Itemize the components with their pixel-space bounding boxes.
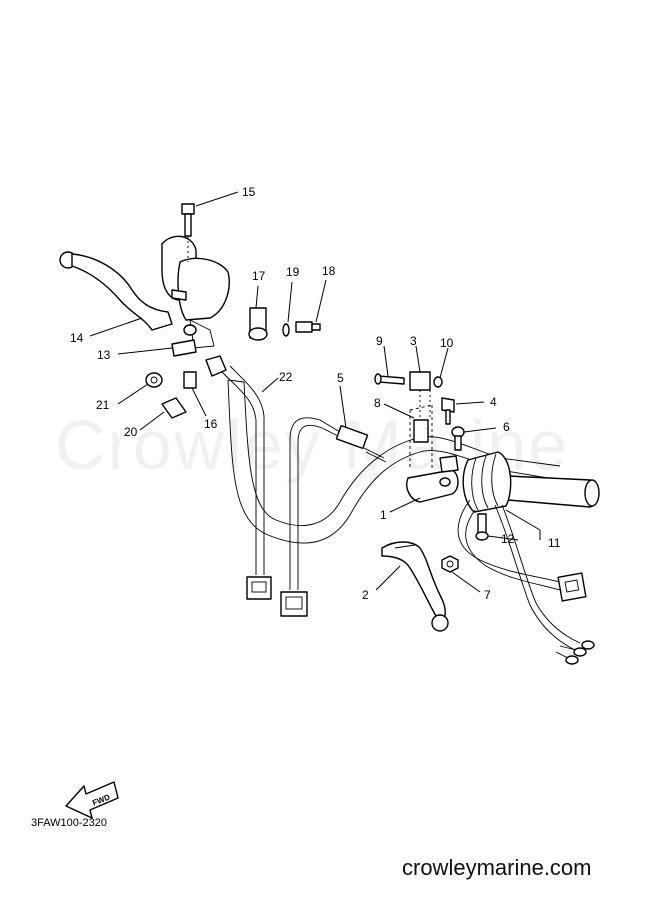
callout-7: 7 [484,588,491,602]
screw-12 [475,513,489,541]
callout-labels: 1 2 3 4 5 6 7 8 9 10 11 12 13 14 15 16 1… [70,185,561,602]
nut-7 [441,555,459,573]
lever-holder [161,235,230,349]
callout-14: 14 [70,331,84,345]
holder-17 [248,307,268,341]
switch-screw-assembly [374,371,443,391]
callout-12: 12 [501,532,515,546]
callout-8: 8 [374,396,381,410]
lever-bracket [406,455,459,503]
switch-wiring [457,499,595,665]
callout-20: 20 [124,425,138,439]
callout-4: 4 [490,395,497,409]
brake-switch-cable [280,417,387,617]
bolt-15 [181,203,195,262]
callout-9: 9 [376,334,383,348]
callout-17: 17 [252,269,266,283]
switch-housing [462,451,512,513]
callout-19: 19 [286,265,300,279]
callout-15: 15 [242,185,256,199]
drawing-code: 3FAW100-2320 [31,817,108,829]
handlebar [227,379,561,544]
callout-10: 10 [440,336,454,350]
callout-11: 11 [548,536,561,550]
callout-6: 6 [503,420,510,434]
callout-3: 3 [410,334,417,348]
fwd-arrow: FWD [65,781,119,819]
washer-19 [282,323,290,337]
callout-22: 22 [279,370,293,384]
callout-1: 1 [380,508,387,522]
right-lever [381,541,449,632]
adjuster-13 [171,339,197,357]
callout-2: 2 [362,588,369,602]
bolt-4 [441,397,455,425]
grip [507,475,600,508]
website-text: crowleymarine.com [402,855,592,880]
callout-18: 18 [322,264,336,278]
callout-13: 13 [97,348,111,362]
nut-21 [145,372,163,388]
callout-5: 5 [337,371,344,385]
bolt-20 [161,397,187,419]
left-lever [59,251,173,331]
callout-21: 21 [96,398,110,412]
micro-switch [409,375,433,470]
bolt-6 [451,426,465,451]
clutch-switch-cable [205,355,272,600]
bolt-18 [295,321,321,333]
nut-16 [183,371,197,389]
leader-lines [89,191,541,593]
callout-16: 16 [204,417,218,431]
